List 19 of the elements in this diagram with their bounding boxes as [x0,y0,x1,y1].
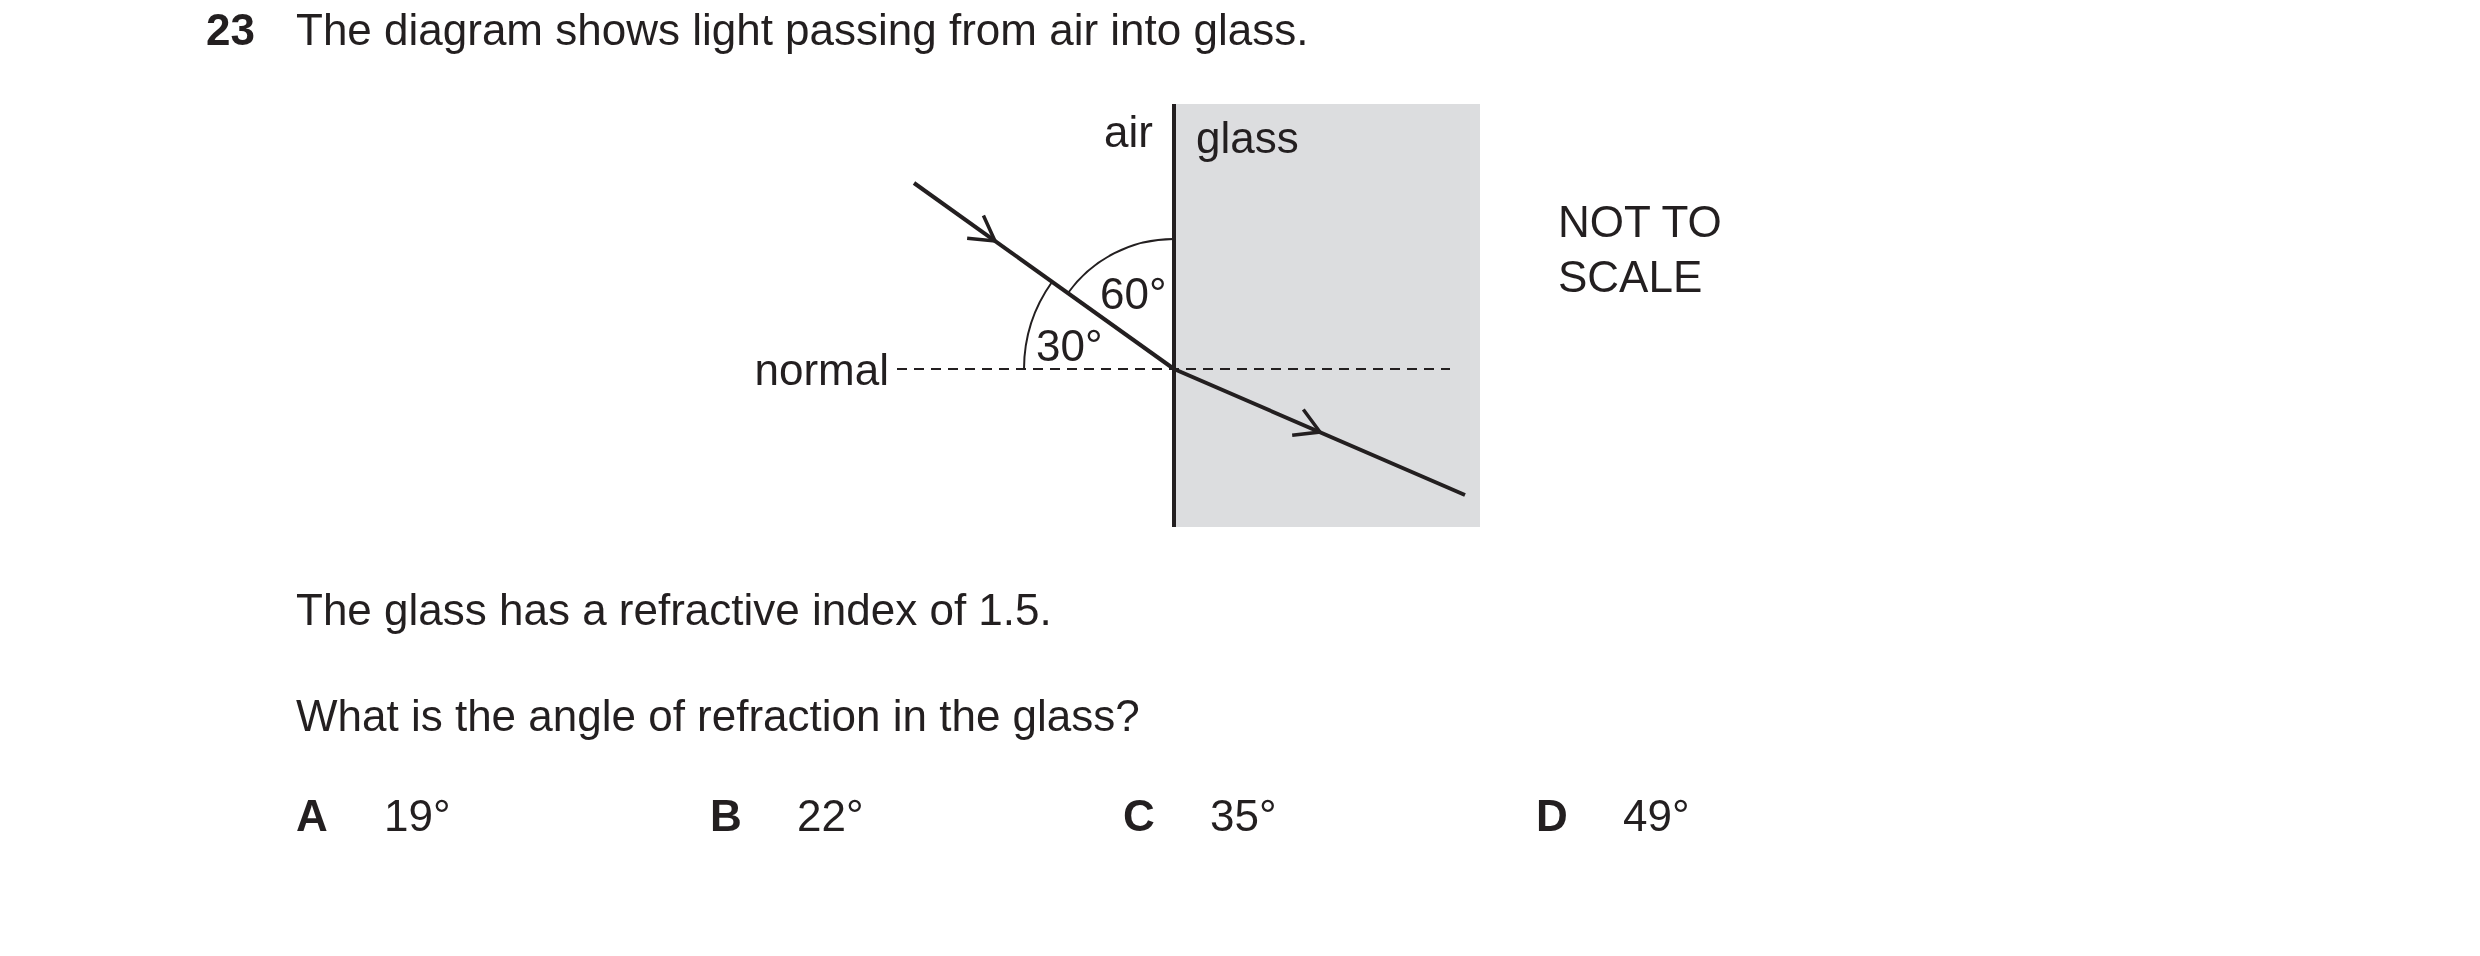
option-value: 49° [1623,794,1690,838]
question-text: The diagram shows light passing from air into glass. [296,8,1309,52]
option-letter: D [1536,794,1568,838]
material-label: glass [1196,116,1299,160]
normal-label: normal [754,348,889,392]
option-value: 22° [797,794,864,838]
question-text: The glass has a refractive index of 1.5. [296,588,1052,632]
medium-label: air [1104,110,1153,154]
glass-block [1174,104,1480,527]
option-value: 35° [1210,794,1277,838]
option-letter: A [296,794,328,838]
option-letter: C [1123,794,1155,838]
question-number: 23 [206,8,255,52]
scale-note: NOT TO SCALE [1558,196,1723,303]
angle-label: 60° [1100,272,1167,316]
question-text: What is the angle of refraction in the glass? [296,694,1140,738]
option-value: 19° [384,794,451,838]
option-letter: B [710,794,742,838]
angle-label: 30° [1036,324,1103,368]
